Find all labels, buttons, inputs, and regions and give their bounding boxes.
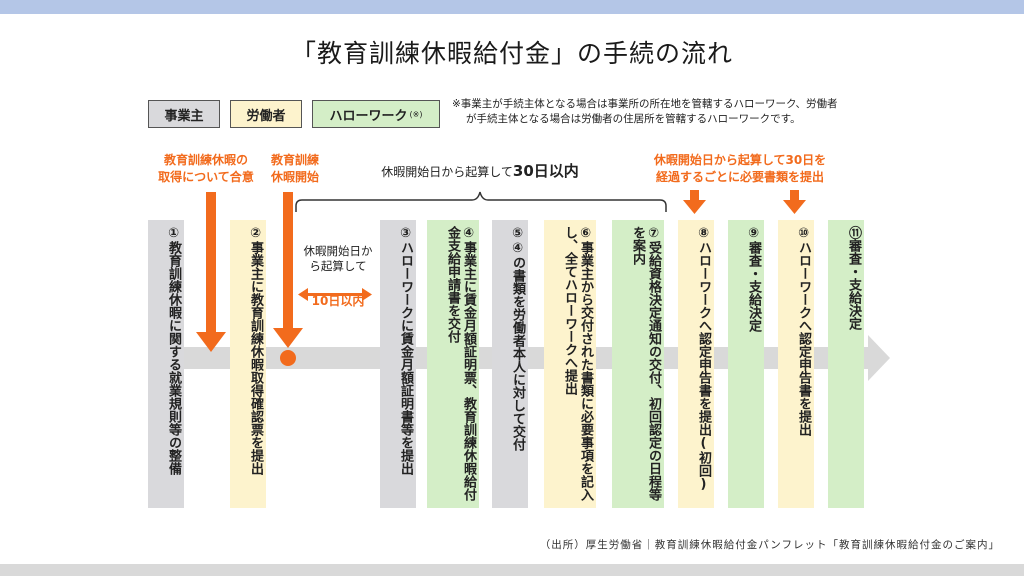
within30-label: 休暇開始日から起算して30日以内 <box>360 163 600 181</box>
ten-days-double-arrow <box>298 288 372 301</box>
step-11: ⑪審査・支給決定 <box>828 220 864 508</box>
legend-hellowork: ハローワーク(※) <box>312 100 440 128</box>
step-7: ⑦受給資格決定通知の交付、初回認定の日程等を案内 <box>612 220 664 508</box>
ten-days-line2: ら起算して <box>309 259 367 273</box>
step-11-text: ⑪審査・支給決定 <box>846 226 861 330</box>
source-credit: （出所）厚生労働省｜教育訓練休暇給付金パンフレット「教育訓練休暇給付金のご案内」 <box>539 539 1000 551</box>
start-point-marker <box>280 350 296 366</box>
agree-label: 教育訓練休暇の 取得について合意 <box>146 152 266 186</box>
step-9: ⑨審査・支給決定 <box>728 220 764 508</box>
legend-employer-label: 事業主 <box>164 108 204 124</box>
ten-days-label: 休暇開始日か ら起算して 10日以内 <box>296 244 380 309</box>
within30-prefix: 休暇開始日から起算して <box>381 165 513 179</box>
step-3: ③ハローワークに賃金月額証明書等を提出 <box>380 220 416 508</box>
ten-days-value: 10日以内 <box>311 294 365 308</box>
start-label-line1: 教育訓練 <box>270 153 319 167</box>
legend-employer: 事業主 <box>148 100 220 128</box>
legend-note-line1: ※事業主が手続主体となる場合は事業所の所在地を管轄するハローワーク、労働者 <box>452 98 838 110</box>
page-title: 「教育訓練休暇給付金」の手続の流れ <box>290 39 733 68</box>
step-10-text: ⑩ハローワークへ認定申告書を提出 <box>796 226 811 436</box>
legend-hellowork-label: ハローワーク <box>329 108 408 124</box>
agree-arrow <box>196 192 226 352</box>
submit-arrow-10 <box>783 190 806 214</box>
submit-arrow-8 <box>683 190 706 214</box>
step-5: ⑤④の書類を労働者本人に対して交付 <box>492 220 528 508</box>
step-1: ①教育訓練休暇に関する就業規則等の整備 <box>148 220 184 508</box>
legend-hellowork-note: (※) <box>409 109 423 119</box>
start-label: 教育訓練 休暇開始 <box>256 152 334 186</box>
bottom-bar <box>0 564 1024 576</box>
step-8: ⑧ハローワークへ認定申告書を提出(初回) <box>678 220 714 508</box>
step-5-text: ⑤④の書類を労働者本人に対して交付 <box>510 226 525 451</box>
agree-label-line1: 教育訓練休暇の <box>163 153 248 167</box>
step-10: ⑩ハローワークへ認定申告書を提出 <box>778 220 814 508</box>
every30-label-line1: 休暇開始日から起算して30日を <box>653 153 827 167</box>
every30-label-line2: 経過するごとに必要書類を提出 <box>655 170 824 184</box>
ten-days-line1: 休暇開始日か <box>303 244 373 258</box>
top-accent-bar <box>0 0 1024 14</box>
start-arrow <box>273 192 303 348</box>
period-bracket <box>295 191 667 212</box>
step-8-text: ⑧ハローワークへ認定申告書を提出(初回) <box>696 226 711 492</box>
step-4-text: ④事業主に賃金月額証明票、教育訓練休暇給付金支給申請書を交付 <box>445 226 476 501</box>
step-2: ②事業主に教育訓練休暇取得確認票を提出 <box>230 220 266 508</box>
step-6-text: ⑥事業主から交付された書類に必要事項を記入し、全てハローワークへ提出 <box>562 226 593 501</box>
legend-note-line2: が手続主体となる場合は労働者の住居所を管轄するハローワークです。 <box>466 113 801 125</box>
step-3-text: ③ハローワークに賃金月額証明書等を提出 <box>398 226 413 475</box>
legend-note: ※事業主が手続主体となる場合は事業所の所在地を管轄するハローワーク、労働者 が手… <box>452 97 912 127</box>
step-6: ⑥事業主から交付された書類に必要事項を記入し、全てハローワークへ提出 <box>544 220 596 508</box>
agree-label-line2: 取得について合意 <box>158 170 254 184</box>
legend-worker: 労働者 <box>230 100 302 128</box>
step-1-text: ①教育訓練休暇に関する就業規則等の整備 <box>166 226 181 475</box>
legend-worker-label: 労働者 <box>246 108 286 124</box>
step-4: ④事業主に賃金月額証明票、教育訓練休暇給付金支給申請書を交付 <box>427 220 479 508</box>
step-2-text: ②事業主に教育訓練休暇取得確認票を提出 <box>248 226 263 475</box>
start-label-line2: 休暇開始 <box>270 170 319 184</box>
step-9-text: ⑨審査・支給決定 <box>746 226 761 332</box>
every30-label: 休暇開始日から起算して30日を 経過するごとに必要書類を提出 <box>620 152 860 186</box>
step-7-text: ⑦受給資格決定通知の交付、初回認定の日程等を案内 <box>630 226 661 501</box>
within30-value: 30日以内 <box>512 162 579 180</box>
